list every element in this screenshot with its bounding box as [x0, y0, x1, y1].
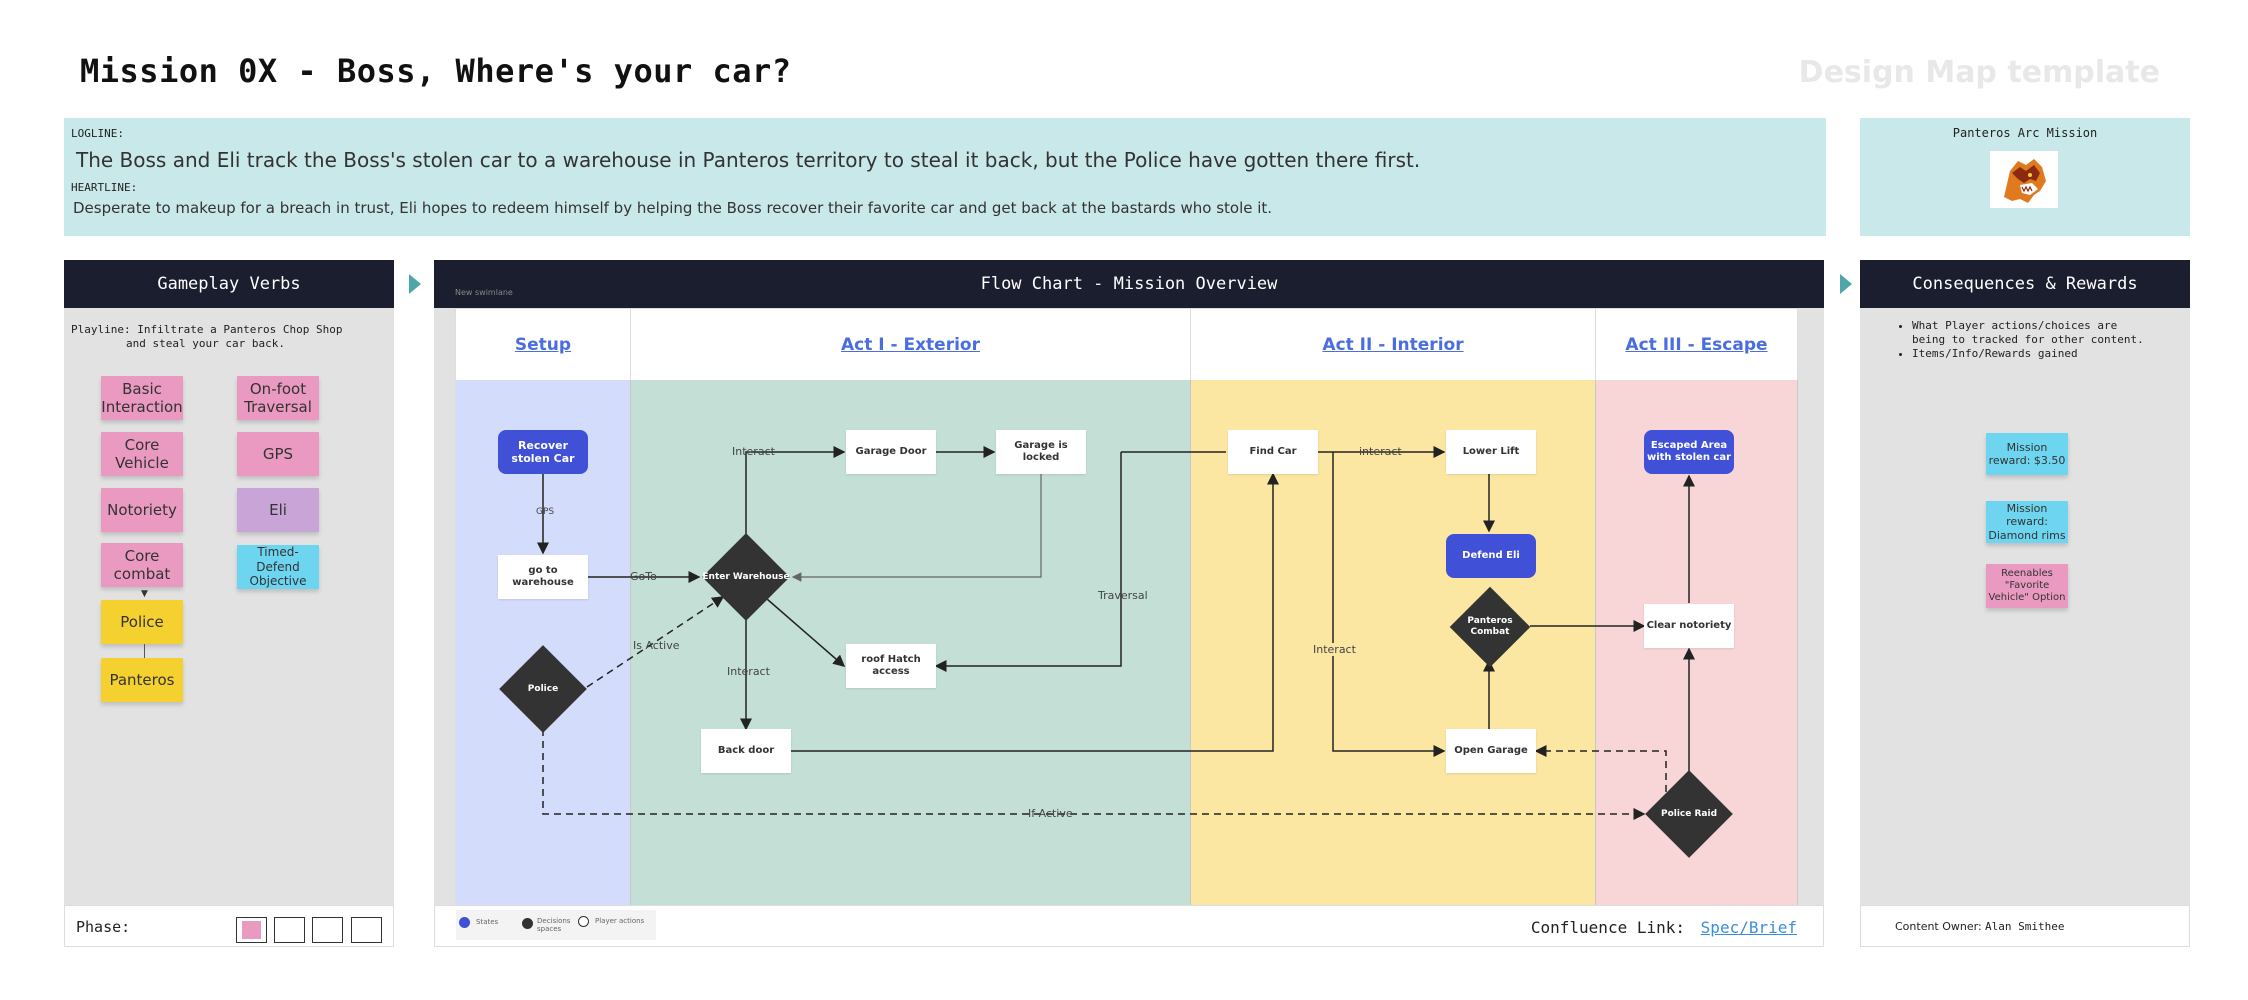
logline-label: LOGLINE:: [71, 127, 124, 140]
flow-legend: States Decisions spaces Player actions: [456, 910, 656, 940]
playline-text: Playline: Infiltrate a Panteros Chop Sho…: [71, 323, 343, 336]
phase-box-2[interactable]: [274, 917, 305, 943]
node-police-raid-label: Police Raid: [1660, 808, 1718, 819]
node-garage-locked[interactable]: Garage is locked: [996, 430, 1086, 474]
content-owner-name: Alan Smithee: [1985, 920, 2065, 933]
node-police[interactable]: Police: [498, 644, 588, 734]
reward-cash[interactable]: Mission reward: $3.50: [1986, 433, 2068, 475]
node-defend-eli[interactable]: Defend Eli: [1446, 534, 1536, 578]
legend-states-label: States: [476, 918, 499, 926]
gameplay-verbs-body: Playline: Infiltrate a Panteros Chop Sho…: [64, 308, 394, 905]
panther-head-icon: [1990, 151, 2058, 208]
legend-actions-label: Player actions: [595, 917, 645, 925]
verb-core-vehicle[interactable]: Core Vehicle: [101, 432, 183, 476]
consequences-panel: Consequences & Rewards What Player actio…: [1860, 260, 2190, 947]
edge-label-traversal: Traversal: [1098, 589, 1148, 602]
verb-core-combat[interactable]: Core combat: [101, 543, 183, 587]
node-escaped-area[interactable]: Escaped Area with stolen car: [1644, 430, 1734, 474]
lane-header-act3[interactable]: Act III - Escape: [1596, 309, 1798, 380]
verb-eli[interactable]: Eli: [237, 488, 319, 532]
node-police-raid[interactable]: Police Raid: [1644, 769, 1734, 859]
verb-police[interactable]: Police: [101, 600, 183, 644]
consequences-bullet: What Player actions/choices are being to…: [1912, 319, 2152, 347]
node-police-label: Police: [527, 683, 559, 694]
verb-connector-line: [144, 644, 145, 658]
panel-arrow-icon: [1840, 274, 1852, 294]
confluence-label: Confluence Link:: [1530, 918, 1685, 937]
node-back-door[interactable]: Back door: [701, 729, 791, 773]
verb-panteros[interactable]: Panteros: [101, 658, 183, 702]
node-enter-warehouse[interactable]: Enter Warehouse: [701, 532, 791, 622]
logline-text: The Boss and Eli track the Boss's stolen…: [76, 148, 1421, 172]
template-label: Design Map template: [1798, 55, 2160, 90]
phase-box-1[interactable]: [236, 917, 267, 943]
edge-label-gps: GPS: [536, 507, 555, 517]
edge-label-interact: Interact: [727, 665, 770, 678]
flowchart-title: Flow Chart - Mission Overview: [434, 260, 1824, 308]
legend-decisions-label: Decisions spaces: [537, 917, 571, 933]
verb-on-foot-traversal[interactable]: On-foot Traversal: [237, 376, 319, 420]
phase-box-3[interactable]: [312, 917, 343, 943]
panel-arrow-icon: [409, 274, 421, 294]
content-owner-label: Content Owner:: [1895, 920, 1982, 933]
legend-actions-icon: [578, 916, 589, 927]
playline-text-2: and steal your car back.: [126, 337, 285, 350]
edge-label-interact: interact: [1359, 445, 1402, 458]
heartline-text: Desperate to makeup for a breach in trus…: [73, 199, 1273, 217]
flow-edges: [537, 446, 1695, 820]
node-enter-warehouse-label: Enter Warehouse: [702, 571, 790, 582]
edge-label-interact: Interact: [732, 445, 775, 458]
reward-diamond-rims[interactable]: Mission reward: Diamond rims: [1986, 501, 2068, 543]
edge-label-if-active: If Active: [1028, 807, 1073, 820]
gameplay-verbs-title: Gameplay Verbs: [64, 260, 394, 308]
logline-panel: LOGLINE: The Boss and Eli track the Boss…: [64, 118, 1826, 236]
gameplay-verbs-panel: Gameplay Verbs Playline: Infiltrate a Pa…: [64, 260, 394, 947]
node-go-to-warehouse[interactable]: go to warehouse: [498, 555, 588, 599]
node-panteros-combat[interactable]: Panteros Combat: [1449, 586, 1531, 668]
page-title: Mission 0X - Boss, Where's your car?: [80, 52, 792, 90]
verb-notoriety[interactable]: Notoriety: [101, 488, 183, 532]
lane-header-setup[interactable]: Setup: [456, 309, 631, 380]
phase-box-4[interactable]: [351, 917, 382, 943]
arc-panel: Panteros Arc Mission: [1860, 118, 2190, 236]
consequences-list: What Player actions/choices are being to…: [1912, 319, 2152, 360]
verb-basic-interaction[interactable]: Basic Interaction: [101, 376, 183, 420]
edge-label-interact: Interact: [1313, 643, 1356, 656]
consequences-title: Consequences & Rewards: [1860, 260, 2190, 308]
legend-states-icon: [459, 917, 470, 928]
phase-label: Phase:: [76, 918, 131, 936]
node-roof-hatch-access[interactable]: roof Hatch access: [846, 644, 936, 688]
flowchart-canvas: Setup Act I - Exterior Act II - Interior…: [455, 308, 1798, 906]
node-garage-door[interactable]: Garage Door: [846, 430, 936, 474]
verb-connector-arrow: ▼: [141, 589, 148, 599]
lane-header-act1[interactable]: Act I - Exterior: [631, 309, 1191, 380]
node-find-car[interactable]: Find Car: [1228, 430, 1318, 474]
edge-label-goto: GoTo: [630, 570, 657, 583]
verb-gps[interactable]: GPS: [237, 432, 319, 476]
verb-timed-defend-objective[interactable]: Timed-Defend Objective: [237, 545, 319, 589]
lane-header-act2[interactable]: Act II - Interior: [1191, 309, 1596, 380]
flowchart-panel: Flow Chart - Mission Overview New swimla…: [434, 260, 1824, 905]
edge-label-is-active: Is Active: [633, 639, 680, 652]
heartline-label: HEARTLINE:: [71, 181, 138, 194]
reward-favorite-vehicle[interactable]: Reenables "Favorite Vehicle" Option: [1986, 564, 2068, 608]
node-panteros-combat-label: Panteros Combat: [1467, 616, 1513, 637]
content-owner-footer: Content Owner: Alan Smithee: [1860, 905, 2190, 947]
node-recover-stolen-car[interactable]: Recover stolen Car: [498, 430, 588, 474]
new-swimlane-label: New swimlane: [455, 288, 513, 297]
arc-title: Panteros Arc Mission: [1952, 126, 2098, 140]
consequences-bullet: Items/Info/Rewards gained: [1912, 347, 2152, 361]
node-clear-notoriety[interactable]: Clear notoriety: [1644, 604, 1734, 648]
confluence-link[interactable]: Spec/Brief: [1700, 918, 1797, 937]
phase-footer: Phase:: [64, 905, 394, 947]
flowchart-footer: States Decisions spaces Player actions C…: [434, 905, 1824, 947]
node-lower-lift[interactable]: Lower Lift: [1446, 430, 1536, 474]
node-open-garage[interactable]: Open Garage: [1446, 729, 1536, 773]
consequences-body: What Player actions/choices are being to…: [1860, 308, 2190, 905]
legend-decisions-icon: [522, 918, 533, 929]
